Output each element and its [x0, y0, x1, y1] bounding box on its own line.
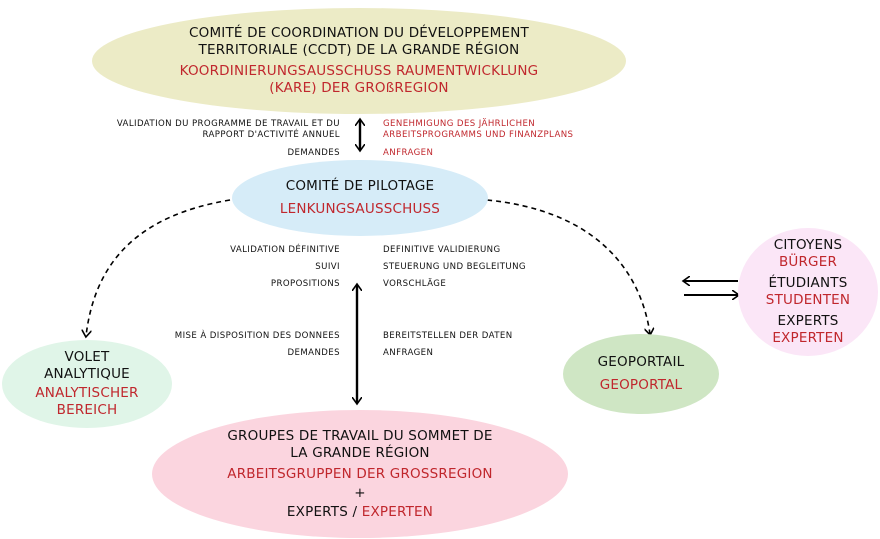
dashed-arrow-geoportail — [486, 199, 650, 334]
ccdt-fr-line1: COMITÉ DE COORDINATION DU DÉVELOPPEMENT — [189, 25, 529, 41]
dashed-arrow-volet — [86, 199, 231, 336]
experts-fr: EXPERTS — [777, 313, 839, 329]
label-validation-definitive: VALIDATION DÉFINITIVE — [230, 245, 340, 255]
label-steuerung: STEUERUNG UND BEGLEITUNG — [383, 262, 526, 272]
label-bereitstellen: BEREITSTELLEN DER DATEN — [383, 331, 513, 341]
volet-de-line2: BEREICH — [56, 402, 118, 418]
ccdt-de-line2: (KARE) DER GROßREGION — [269, 80, 449, 96]
volet-fr-line2: ANALYTIQUE — [44, 366, 130, 382]
label-definitive-validierung: DEFINITIVE VALIDIERUNG — [383, 245, 501, 255]
citoyens-fr: CITOYENS — [773, 237, 843, 253]
label-genehmigung-line1: GENEHMIGUNG DES JÄHRLICHEN — [383, 119, 536, 129]
label-demandes-lower: DEMANDES — [287, 348, 340, 358]
groupes-node: GROUPES DE TRAVAIL DU SOMMET DE LA GRAND… — [152, 410, 568, 538]
pilotage-fr: COMITÉ DE PILOTAGE — [285, 178, 435, 194]
ccdt-fr-line2: TERRITORIALE (CCDT) DE LA GRANDE RÉGION — [198, 42, 520, 58]
groupes-fr-line1: GROUPES DE TRAVAIL DU SOMMET DE — [227, 427, 493, 444]
citoyens-node: CITOYENS BÜRGER ÉTUDIANTS STUDENTEN EXPE… — [738, 228, 878, 356]
groupes-de-line1: ARBEITSGRUPPEN DER GROSSREGION — [227, 465, 493, 482]
ccdt-de-line1: KOORDINIERUNGSAUSSCHUSS RAUMENTWICKLUNG — [179, 63, 539, 79]
label-validation-line2: RAPPORT D'ACTIVITÉ ANNUEL — [202, 130, 340, 140]
label-validation-line1: VALIDATION DU PROGRAMME DE TRAVAIL ET DU — [116, 119, 340, 129]
label-anfragen-top: ANFRAGEN — [383, 148, 434, 158]
geoportail-fr: GEOPORTAIL — [597, 354, 685, 370]
ccdt-node: COMITÉ DE COORDINATION DU DÉVELOPPEMENT … — [92, 8, 626, 114]
label-propositions: PROPOSITIONS — [270, 279, 340, 289]
label-vorschlaege: VORSCHLÄGE — [383, 279, 447, 289]
etudiants-fr: ÉTUDIANTS — [768, 275, 848, 291]
groupes-experts: EXPERTS / EXPERTEN — [287, 504, 433, 521]
volet-fr-line1: VOLET — [64, 349, 110, 365]
label-genehmigung-line2: ARBEITSPROGRAMMS UND FINANZPLANS — [383, 130, 574, 140]
geoportail-de: GEOPORTAL — [599, 377, 683, 393]
groupes-experts-fr: EXPERTS / — [286, 503, 358, 520]
pilotage-de: LENKUNGSAUSSCHUSS — [279, 201, 441, 217]
etudiants-de: STUDENTEN — [765, 292, 851, 308]
groupes-plus: + — [354, 484, 366, 501]
label-genehmigung: GENEHMIGUNG DES JÄHRLICHEN ARBEITSPROGRA… — [383, 119, 573, 141]
label-mise-a-disposition: MISE À DISPOSITION DES DONNEES — [174, 331, 340, 341]
groupes-fr-line2: LA GRANDE RÉGION — [290, 444, 430, 461]
geoportail-node: GEOPORTAIL GEOPORTAL — [563, 334, 719, 414]
groupes-experts-de: EXPERTEN — [361, 503, 434, 520]
volet-node: VOLET ANALYTIQUE ANALYTISCHER BEREICH — [2, 340, 172, 428]
label-anfragen-lower: ANFRAGEN — [383, 348, 434, 358]
pilotage-node: COMITÉ DE PILOTAGE LENKUNGSAUSSCHUSS — [232, 160, 488, 236]
citoyens-de: BÜRGER — [778, 254, 838, 270]
label-demandes-top: DEMANDES — [287, 148, 340, 158]
label-suivi: SUIVI — [315, 262, 340, 272]
label-validation-programme: VALIDATION DU PROGRAMME DE TRAVAIL ET DU… — [117, 119, 340, 141]
experts-de: EXPERTEN — [772, 330, 844, 346]
volet-de-line1: ANALYTISCHER — [35, 385, 139, 401]
